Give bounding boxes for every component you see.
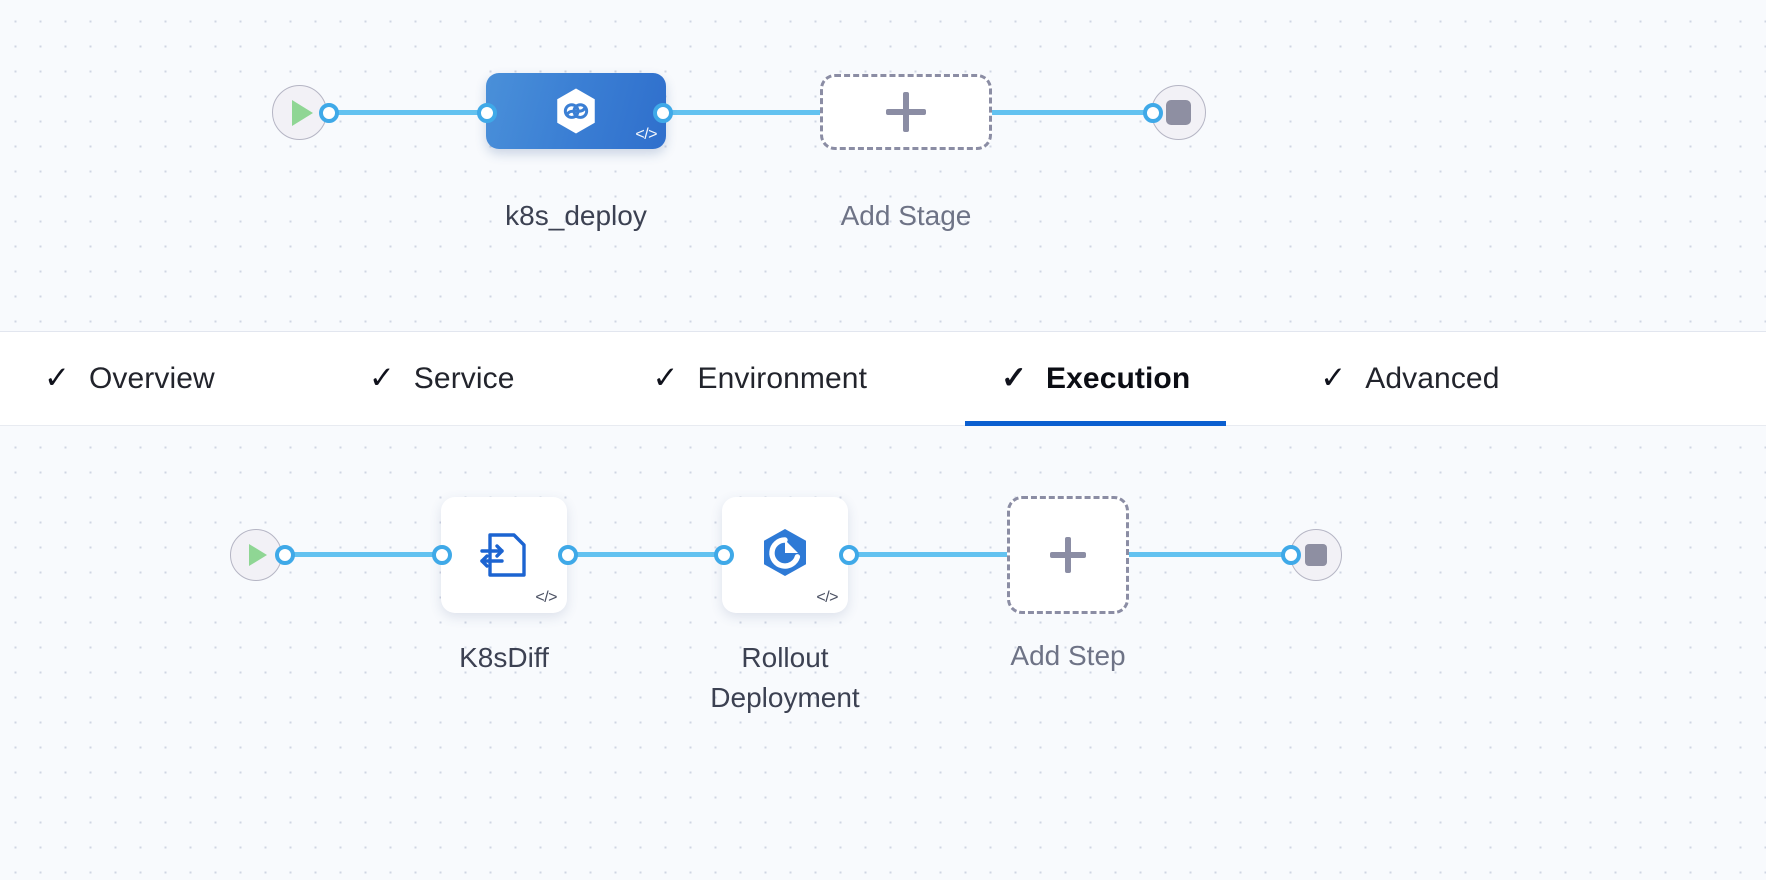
step-node-rollout-deployment[interactable]: </> (722, 497, 848, 613)
plus-icon (886, 92, 926, 132)
port-rollout-out[interactable] (839, 545, 859, 565)
port-step-start-out[interactable] (275, 545, 295, 565)
execution-start-node[interactable] (230, 529, 282, 581)
add-step-button[interactable] (1007, 496, 1129, 614)
tab-advanced[interactable]: ✓ Advanced (1284, 331, 1535, 426)
check-icon: ✓ (44, 359, 70, 395)
diff-document-icon (480, 533, 526, 577)
tab-label: Service (413, 361, 515, 395)
stop-icon (1166, 100, 1191, 125)
wire-k8sdeploy-to-addstage (660, 110, 825, 115)
code-badge-icon: </> (816, 589, 838, 606)
code-badge-icon: </> (535, 589, 557, 606)
wire-rollout-to-addstep (846, 552, 1016, 557)
play-icon (291, 99, 313, 126)
check-icon: ✓ (1001, 359, 1028, 395)
port-start-out[interactable] (319, 103, 339, 123)
pipeline-start-node[interactable] (272, 85, 327, 140)
rollout-hexagon-icon (764, 529, 806, 576)
tab-label: Environment (697, 361, 868, 395)
tab-execution[interactable]: ✓ Execution (965, 331, 1227, 426)
check-icon: ✓ (368, 359, 395, 395)
tab-label: Execution (1046, 361, 1191, 395)
execution-steps-canvas[interactable]: </> K8sDiff </> Rollout Deployment Add S… (0, 426, 1766, 880)
wire-start-to-k8sdeploy (330, 110, 495, 115)
port-step-end-in[interactable] (1281, 545, 1301, 565)
plus-icon (1050, 537, 1086, 573)
stage-config-tabs[interactable]: ✓ Overview ✓ Service ✓ Environment ✓ Exe… (0, 331, 1766, 426)
play-icon (249, 544, 267, 566)
tab-label: Overview (88, 361, 215, 395)
stage-node-k8s-deploy[interactable]: </> (486, 73, 666, 149)
tab-service[interactable]: ✓ Service (333, 331, 551, 426)
check-icon: ✓ (652, 359, 679, 395)
port-k8sdeploy-in[interactable] (477, 103, 497, 123)
add-stage-button[interactable] (820, 74, 992, 150)
step-node-k8sdiff[interactable]: </> (441, 497, 567, 613)
add-stage-label: Add Stage (840, 200, 972, 231)
tab-label: Advanced (1365, 361, 1500, 395)
wire-addstage-to-end (990, 110, 1160, 115)
port-k8sdiff-in[interactable] (432, 545, 452, 565)
wire-addstep-to-end (1126, 552, 1298, 557)
stop-icon (1305, 544, 1327, 566)
code-badge-icon: </> (635, 126, 657, 143)
pipeline-stages-canvas[interactable]: </> k8s_deploy Add Stage (0, 0, 1766, 331)
port-rollout-in[interactable] (714, 545, 734, 565)
port-end-in[interactable] (1143, 103, 1163, 123)
step-label-rollout-deployment: Rollout Deployment (710, 642, 860, 713)
step-label-k8sdiff: K8sDiff (459, 642, 549, 673)
check-icon: ✓ (1320, 359, 1347, 395)
add-step-label: Add Step (1010, 640, 1126, 671)
wire-start-to-k8sdiff (285, 552, 455, 557)
stage-label-k8s-deploy: k8s_deploy (505, 200, 647, 231)
kubernetes-hexagon-icon (557, 88, 595, 134)
tab-environment[interactable]: ✓ Environment (617, 331, 904, 426)
tab-active-underline (965, 421, 1227, 426)
port-k8sdiff-out[interactable] (558, 545, 578, 565)
port-k8sdeploy-out[interactable] (653, 103, 673, 123)
tab-overview[interactable]: ✓ Overview (8, 331, 251, 426)
wire-k8sdiff-to-rollout (566, 552, 734, 557)
